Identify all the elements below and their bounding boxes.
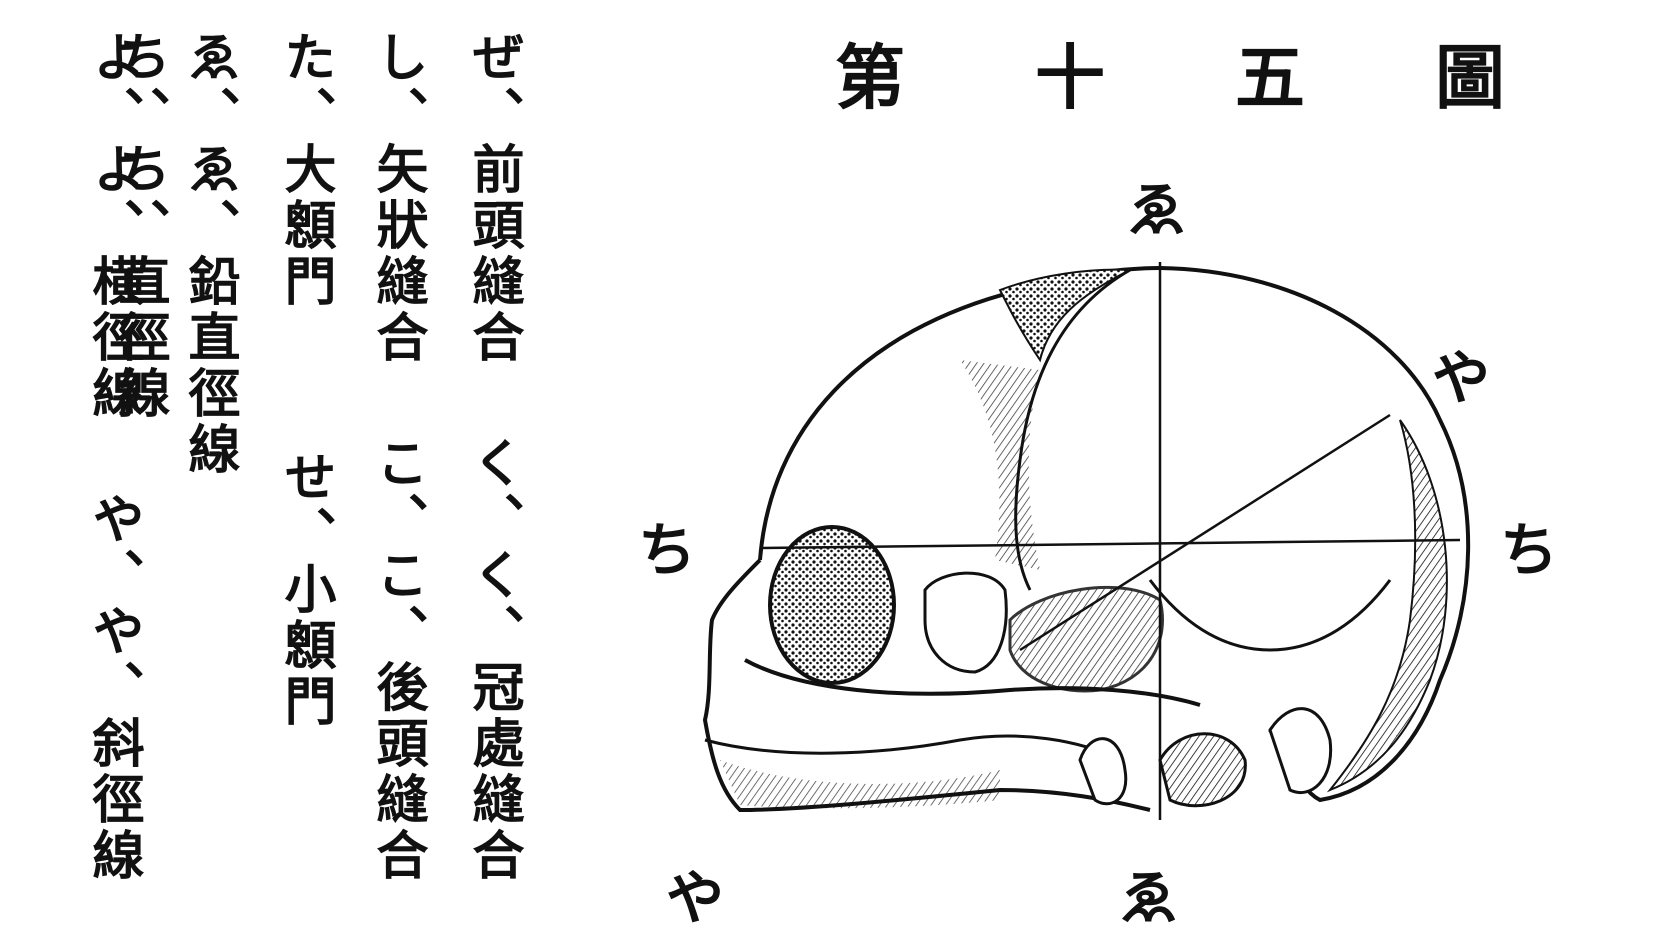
legend-entry-oblique-diameter: や、や、斜徑線 [83,492,144,884]
title-char-3: 五 [1235,36,1305,119]
label-straight-right: ち [1500,516,1559,584]
legend-column-2: し、矢狀縫合こ、こ、後頭縫合 [362,30,432,930]
skull-base [1078,737,1128,806]
legend-entry-anterior-fontanelle: た、大顖門 [275,30,336,310]
legend-entry-straight-diameter: ち、ち、直徑線 [109,30,170,422]
label-vertical-top: ゑ [1128,176,1187,244]
figure-title: 第 十 五 圖 [830,38,1510,118]
label-vertical-bottom: ゑ [1120,864,1179,932]
legend-entry-coronal-suture: く、く、冠處縫合 [463,436,524,884]
legend-column-1: ぜ、前頭縫合く、く、冠處縫合 [458,30,528,930]
title-char-2: 十 [1035,36,1105,119]
title-char-4: 圖 [1435,36,1505,119]
frontal-shading [960,360,1040,570]
legend-entry-posterior-fontanelle: せ、小顖門 [275,450,336,730]
legend-entry-occipital-suture: こ、こ、後頭縫合 [367,436,428,884]
legend-column-5: よ、よ、横徑線や、や、斜徑線 [78,30,148,930]
title-char-1: 第 [835,36,905,119]
oblique-diameter-line [1019,413,1391,652]
label-straight-left: ち [638,516,697,584]
occipital-shading [1326,419,1448,793]
mandible-shading [720,760,1000,809]
legend-entry-transverse-diameter: よ、よ、横徑線 [83,30,144,422]
sphenoid-wing [923,571,1008,674]
label-oblique-lower: や [666,864,725,932]
legend-column-4: ゑ、ゑ、鉛直徑線ち、ち、直徑線 [109,30,244,930]
label-oblique-upper: や [1432,344,1491,412]
orbit [768,525,896,685]
legend-column-3: た、大顖門せ、小顖門 [270,30,340,930]
anterior-fontanelle [998,268,1134,363]
legend-entry-frontal-suture: ぜ、前頭縫合 [463,30,524,366]
face-outline [702,558,1151,813]
parietal-edge [1148,579,1392,652]
legend-entry-vertical-diameter: ゑ、ゑ、鉛直徑線 [179,30,240,478]
posterior-base [1268,707,1333,794]
legend-entry-sagittal-suture: し、矢狀縫合 [367,30,428,366]
temporal-region [1008,585,1164,693]
occipital-condyle [1158,732,1247,808]
skull-outline [758,265,1471,803]
jaw-line [704,734,1121,762]
zygomatic-arch [744,658,1201,707]
straight-diameter-line [759,538,1461,550]
